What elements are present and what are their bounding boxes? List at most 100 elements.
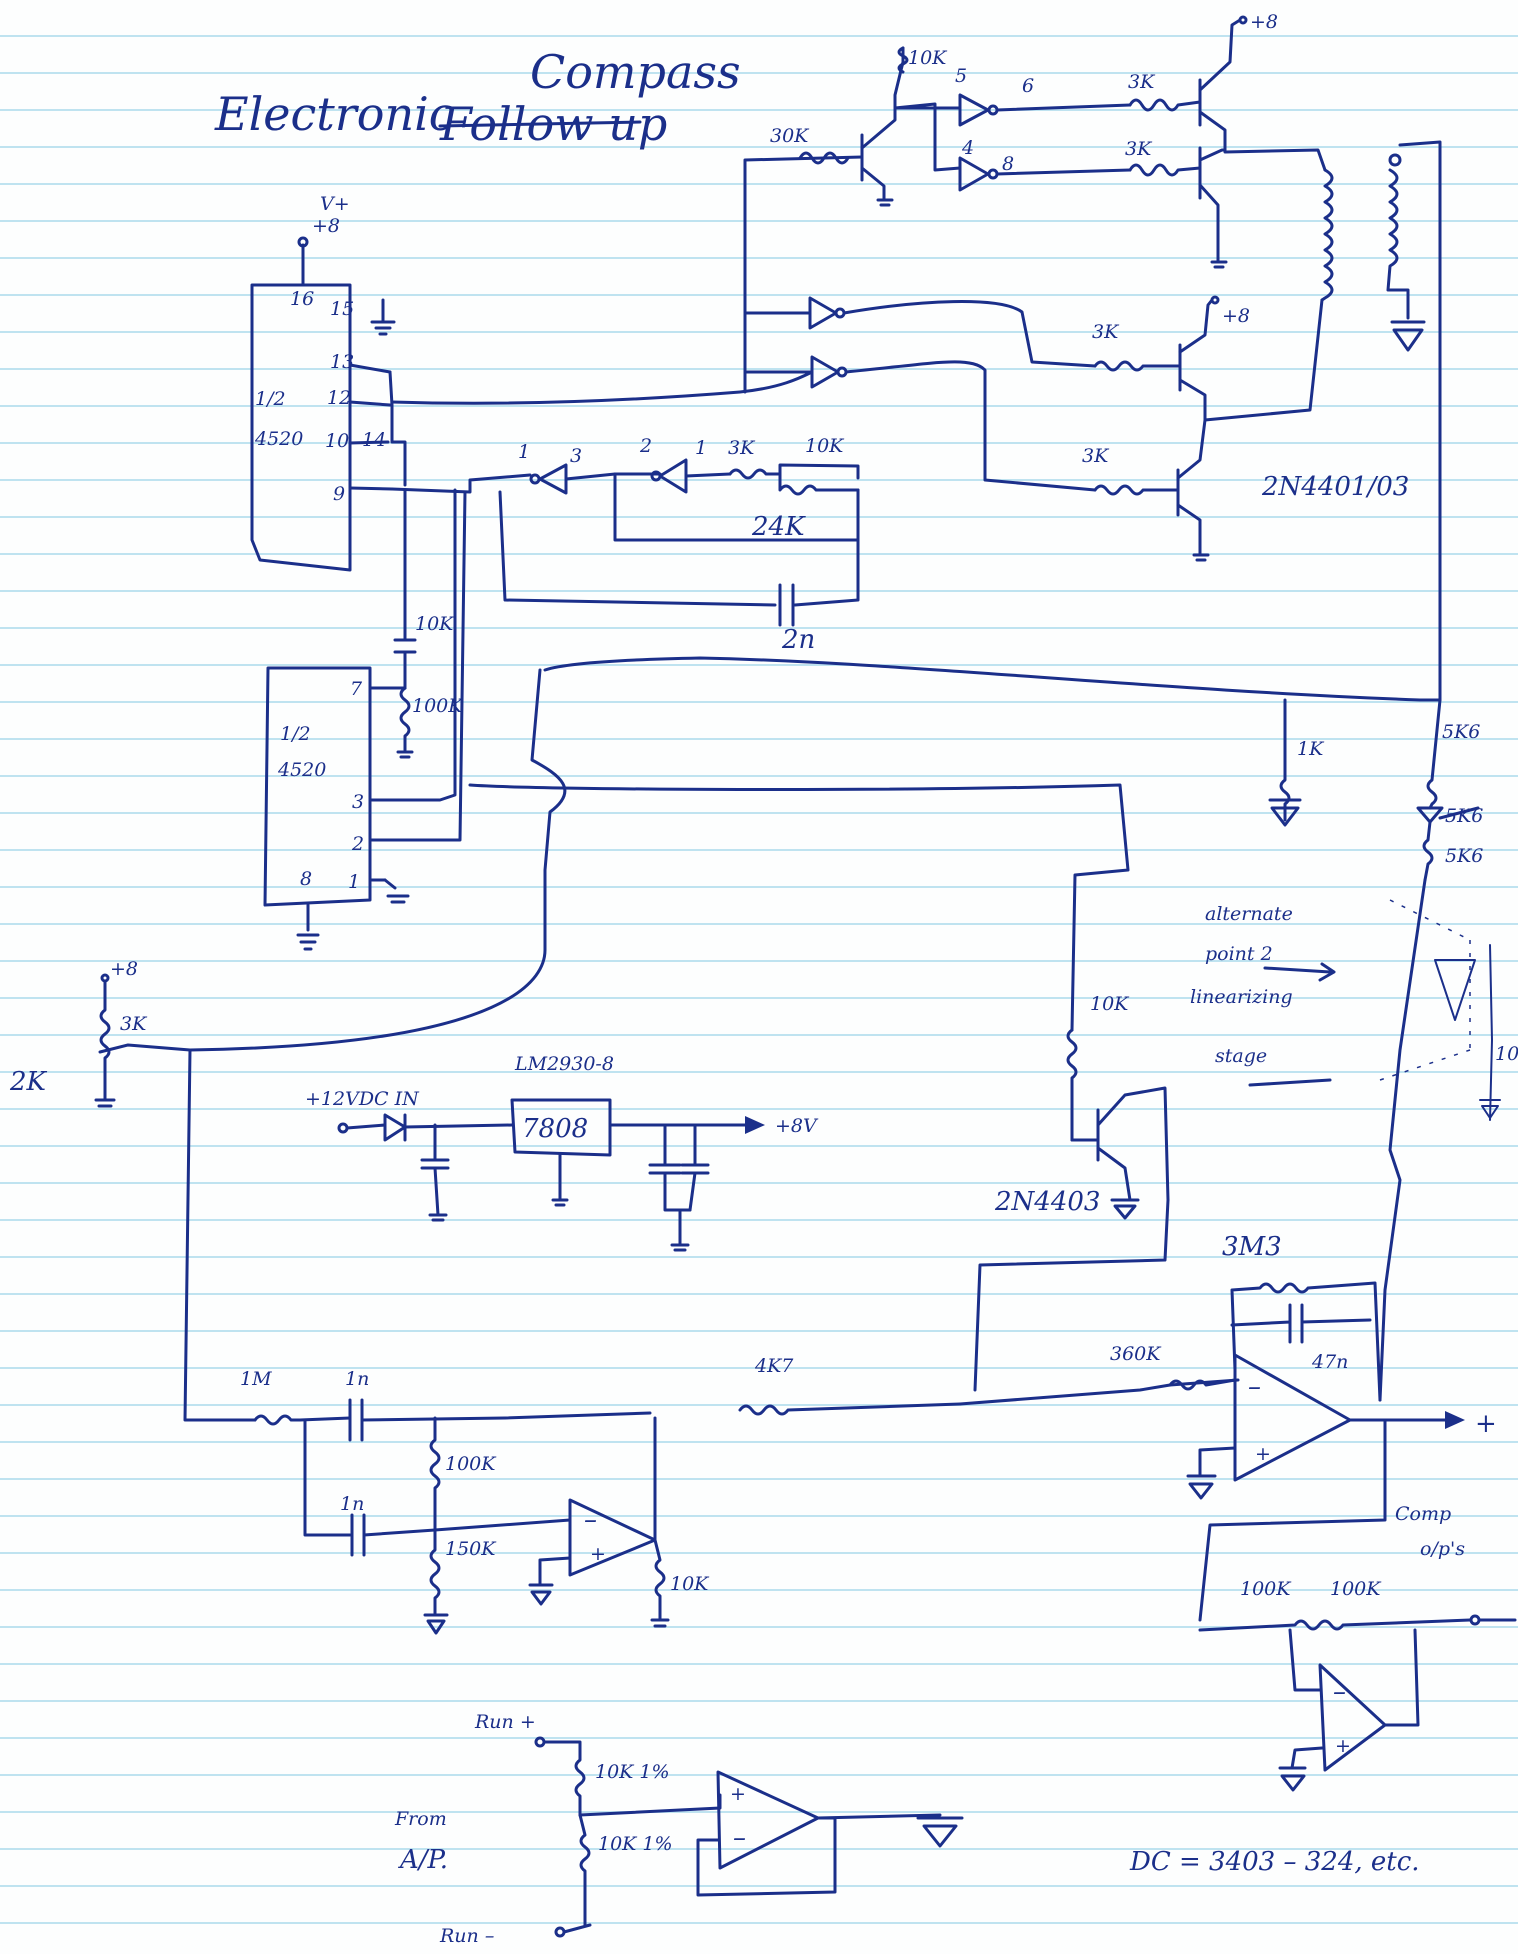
r3m3-feedback: [1230, 1281, 1382, 1402]
ic2-pin2-wire: [368, 490, 467, 842]
reg-part-label: LM2930-8: [514, 1053, 614, 1075]
c2n-label: 2n: [781, 625, 815, 655]
top-driver-group: 30K 10K 5 6 4 8 3K 3K: [770, 46, 1202, 207]
r10k-top-resistor: [897, 46, 909, 74]
r24k-label: 24K: [751, 512, 806, 542]
reg-out-label: +8V: [775, 1115, 819, 1137]
alternate-stage-dashed: [1379, 899, 1471, 1081]
q5-ground: [1192, 553, 1210, 562]
r10k-1pc-b: [578, 1813, 591, 1927]
from-label: From: [394, 1808, 447, 1830]
bus-pin12: [390, 370, 814, 405]
alt-stage-wire: [1489, 944, 1493, 1121]
feedback-cap-wire: [498, 490, 860, 607]
sense-return-wire: [543, 656, 1442, 702]
reg-number-label: 7808: [522, 1114, 588, 1144]
reg-ground: [551, 1198, 569, 1207]
inv1-to-inv2-wire: [564, 472, 662, 481]
opamp3-wires: [1288, 1628, 1420, 1727]
q2-collector: [1198, 18, 1242, 92]
opamp2-plus-wire: [1198, 1446, 1237, 1477]
regulator-group: +12VDC IN LM2930-8 7808 +8V: [305, 1053, 819, 1252]
opamp3-plus: +: [1335, 1735, 1351, 1757]
r5k6-b-strike: [1438, 806, 1480, 820]
r5k6-c-resistor: [1422, 820, 1434, 882]
oscillator-group: 1 3 2 1 3K 10K 24K 2n: [390, 435, 860, 655]
q6-type-label: 2N4403: [994, 1187, 1100, 1217]
inv-pin3-label: 3: [570, 445, 582, 467]
r100k-i-label: 100K: [445, 1453, 497, 1475]
buffer2-out-wire: [995, 168, 1132, 176]
ic1-pin15-ground: [370, 298, 396, 336]
run-plus-label: Run +: [474, 1711, 536, 1733]
opamp3-minus: –: [1333, 1677, 1346, 1707]
q3-collector: [1198, 148, 1227, 162]
opamp4-minus: –: [733, 1823, 746, 1853]
reg-in-wire: [345, 1123, 387, 1130]
ic1-pin14: 14: [362, 429, 386, 451]
opamp4-plus: +: [730, 1783, 746, 1805]
pot-3k-label: 3K: [120, 1013, 148, 1035]
opamp1-ground: [528, 1583, 554, 1606]
r150k-resistor: [429, 1528, 441, 1617]
ic1-body: [250, 283, 352, 572]
r1m-label: 1M: [240, 1368, 272, 1390]
opamp1-plus: +: [590, 1543, 606, 1565]
ic1-pin13: 13: [330, 351, 354, 373]
run-minus-label: Run –: [439, 1925, 494, 1947]
note-underline: [1248, 1078, 1332, 1087]
q4-emitter: [1178, 378, 1207, 422]
ic1-part: 4520: [254, 428, 303, 450]
coil1: [1320, 168, 1334, 302]
q6-ground: [1110, 1198, 1140, 1220]
q2-emitter: [1198, 110, 1227, 152]
reg-cap-out1: [648, 1123, 692, 1212]
reg-cap-out2: [678, 1123, 710, 1247]
ic1-vplus-node: [297, 236, 309, 248]
coil-top-wire: [1223, 148, 1327, 172]
r10k-e-top: [778, 463, 860, 480]
opamp2-minus: –: [1248, 1372, 1261, 1402]
r100k-g-label: 100K: [412, 695, 464, 717]
c47n-feedback: [1230, 1303, 1372, 1344]
out-plus-label: +: [1475, 1409, 1497, 1439]
r10k-j-ground: [650, 1618, 670, 1628]
r1k-resistor: [1279, 698, 1291, 822]
q5-emitter: [1176, 503, 1202, 557]
pin6-label: 6: [1022, 75, 1034, 97]
ic1-pin13-wire: [348, 363, 392, 374]
coil2: [1386, 168, 1410, 320]
comp-line2: o/p's: [1420, 1538, 1465, 1560]
r10k-1pc-b-label: 10K 1%: [598, 1833, 673, 1855]
ic1-pin9-wire: [348, 486, 394, 491]
opamp2-plus: +: [1255, 1443, 1271, 1465]
inv2-out: [684, 472, 732, 478]
ic1-pin15: 15: [330, 298, 354, 320]
r10k-e-label: 10K: [805, 435, 845, 457]
bus-vertical-left: [743, 155, 864, 394]
output-stage: 360K – + 3M3 47n + Comp o/p's 100K 100K …: [958, 1232, 1517, 1792]
input-main-wire: [360, 1411, 652, 1422]
ic2-r100k-ground: [396, 750, 414, 759]
r3k-c-resistor: [1093, 360, 1182, 372]
alt-stage-ground: [1479, 1099, 1501, 1119]
run-minus-wire: [562, 1923, 592, 1934]
opamp3-ground: [1278, 1766, 1307, 1792]
alt-stage-triangle: [1434, 959, 1476, 1021]
buffer1-triangle: [958, 93, 990, 127]
r10k-h-label: 10K: [1090, 993, 1130, 1015]
pot-body: [99, 980, 111, 1102]
dc-note: DC = 3403 – 324, etc.: [1129, 1847, 1420, 1877]
opamp2-out-arrow: [1445, 1411, 1465, 1429]
r3k-d-label: 3K: [1082, 445, 1110, 467]
note-line1: alternate: [1205, 903, 1293, 925]
reg-body: [510, 1098, 612, 1157]
opamp4-ground: [916, 1816, 964, 1848]
r3k-c-label: 3K: [1092, 321, 1120, 343]
q1-emitter: [860, 166, 886, 202]
c1n-b: [350, 1513, 366, 1557]
inverter2: [658, 458, 688, 494]
c47n-label: 47n: [1311, 1351, 1348, 1373]
c1n-a-label: 1n: [345, 1368, 369, 1390]
